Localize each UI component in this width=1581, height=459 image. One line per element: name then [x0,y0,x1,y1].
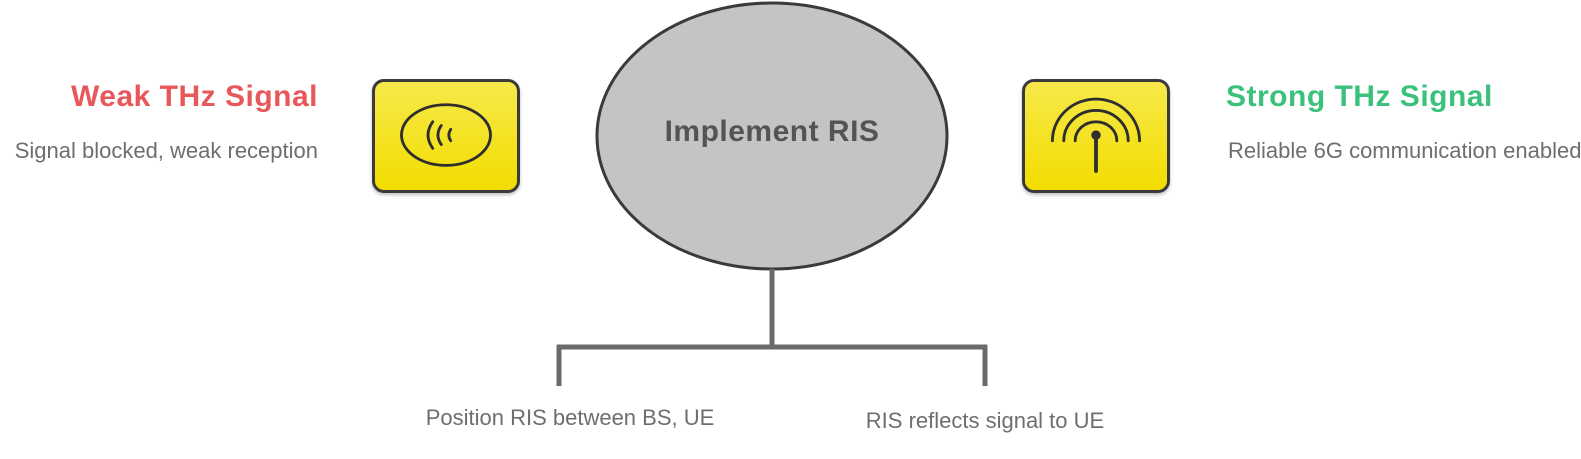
weak-signal-icon [400,103,492,167]
weak-signal-icon-box [372,79,520,193]
broadcast-antenna-icon [1051,97,1141,173]
weak-signal-description: Signal blocked, weak reception [14,138,318,163]
strong-signal-title: Strong THz Signal [1226,80,1493,113]
strong-signal-icon-box [1022,79,1170,193]
step-ris-reflects: RIS reflects signal to UE [865,408,1105,433]
weak-signal-title: Weak THz Signal [70,80,318,113]
step-position-ris: Position RIS between BS, UE [425,405,715,430]
strong-signal-description: Reliable 6G communication enabled [1228,138,1581,163]
implement-ris-label: Implement RIS [664,115,880,148]
